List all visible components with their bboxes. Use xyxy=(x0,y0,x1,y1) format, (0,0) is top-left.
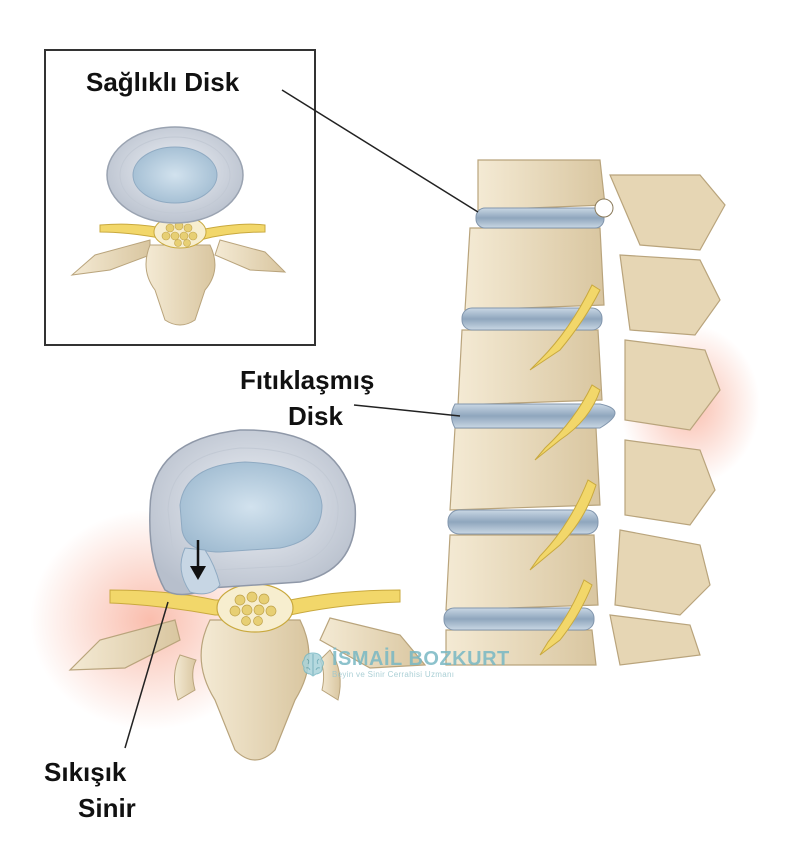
brain-icon xyxy=(302,652,324,677)
herniated-disc-cross-section xyxy=(68,429,427,761)
leader-line-herniated-disc xyxy=(353,404,461,417)
label-herniated-disc-line1: Fıtıklaşmış xyxy=(240,365,375,395)
leader-line-compressed-nerve xyxy=(124,601,169,749)
leader-line-healthy-disc xyxy=(281,89,479,213)
watermark: İSMAİL BOZKURT Beyin ve Sinir Cerrahisi … xyxy=(300,648,510,680)
label-compressed-nerve-line2: Sinir xyxy=(78,793,136,823)
watermark-subtitle: Beyin ve Sinir Cerrahisi Uzmanı xyxy=(332,670,455,679)
spine-column xyxy=(443,159,726,666)
label-compressed-nerve-line1: Sıkışık xyxy=(44,757,127,787)
label-healthy-disc: Sağlıklı Disk xyxy=(86,67,240,97)
watermark-name: İSMAİL BOZKURT xyxy=(332,648,510,670)
healthy-spine-disc xyxy=(475,207,605,229)
label-herniated-disc-line2: Disk xyxy=(288,401,343,431)
healthy-disc-cross-section xyxy=(70,126,287,326)
